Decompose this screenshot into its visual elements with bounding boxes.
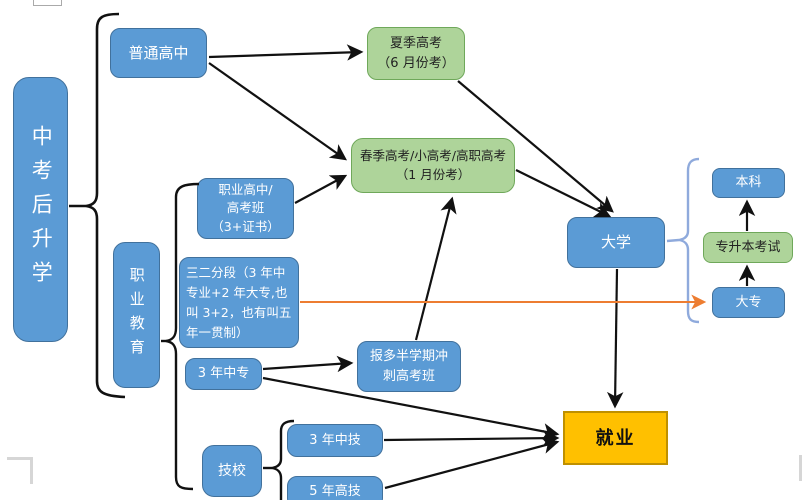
node-spring-gaokao-label: 春季高考/小高考/高职高考 — [360, 147, 506, 163]
node-employment: 就业 — [563, 411, 668, 465]
node-three-two-segment-label: 三二分段（3 年中 专业+2 年大专,也 叫 3+2，也有叫五 年一贯制） — [186, 264, 292, 340]
node-regular-high-school-label: 普通高中 — [128, 43, 189, 62]
node-sprint-gaokao-class: 报多半学期冲 刺高考班 — [357, 341, 461, 392]
arrow-regular-hs-to-summer-gaokao — [208, 44, 364, 61]
node-spring-gaokao: 春季高考/小高考/高职高考 （1 月份考） — [351, 138, 515, 193]
node-summer-gaokao-sub: （6 月份考） — [377, 55, 455, 71]
arrow-spring-gaokao-to-university — [515, 169, 612, 218]
node-regular-high-school: 普通高中 — [110, 28, 207, 78]
node-university-label: 大学 — [600, 233, 631, 252]
node-3yr-zhongji-label: 3 年中技 — [309, 432, 361, 448]
node-vocational-high-school: 职业高中/ 高考班 （3+证书） — [197, 178, 294, 239]
node-upgrade-exam-label: 专升本考试 — [715, 239, 781, 255]
node-5yr-gaoji-label: 5 年高技 — [309, 484, 361, 499]
node-spring-gaokao-sub: （1 月份考） — [395, 166, 471, 182]
arrow-vocational-hs-to-spring-gaokao — [294, 174, 348, 204]
node-vocational-education-label: 职业教育 — [127, 267, 146, 363]
node-dazhuan: 大专 — [712, 287, 785, 318]
node-tech-school-label: 技校 — [218, 462, 246, 479]
node-zhongkao-root-label: 中考后升学 — [29, 124, 54, 295]
node-university: 大学 — [567, 217, 665, 268]
node-employment-label: 就业 — [595, 427, 636, 449]
arrow-gaoji-to-employment — [384, 437, 560, 490]
node-sprint-gaokao-class-label: 报多半学期冲 刺高考班 — [369, 349, 448, 384]
node-vocational-education: 职业教育 — [113, 242, 160, 388]
node-dazhuan-label: 大专 — [735, 294, 762, 310]
node-3yr-zhongzhuan: 3 年中专 — [185, 358, 262, 390]
node-5yr-gaoji: 5 年高技 — [287, 476, 383, 500]
scan-artifact-top — [33, 0, 62, 6]
node-bachelor: 本科 — [712, 168, 785, 198]
scan-artifact-bottom-left — [7, 457, 33, 484]
scan-artifact-bottom-right — [799, 455, 802, 481]
node-upgrade-exam: 专升本考试 — [703, 232, 793, 263]
node-summer-gaokao-label: 夏季高考 — [389, 36, 442, 51]
node-three-two-segment: 三二分段（3 年中 专业+2 年大专,也 叫 3+2，也有叫五 年一贯制） — [179, 257, 299, 348]
node-tech-school: 技校 — [202, 445, 262, 497]
arrow-zhongji-to-employment — [383, 429, 560, 447]
arrow-sprint-class-to-spring-gaokao — [414, 196, 457, 341]
node-3yr-zhongzhuan-label: 3 年中专 — [197, 366, 250, 382]
arrow-zhongzhuan-to-sprint-class — [262, 355, 354, 373]
arrow-regular-hs-to-spring-gaokao — [208, 62, 348, 161]
brace-university-outcomes — [666, 157, 700, 324]
node-vocational-high-school-label: 职业高中/ 高考班 （3+证书） — [211, 182, 280, 234]
node-summer-gaokao: 夏季高考 （6 月份考） — [367, 27, 465, 80]
arrow-university-to-employment — [606, 268, 624, 409]
node-3yr-zhongji: 3 年中技 — [287, 424, 383, 457]
node-bachelor-label: 本科 — [735, 175, 762, 191]
node-zhongkao-root: 中考后升学 — [13, 77, 68, 342]
